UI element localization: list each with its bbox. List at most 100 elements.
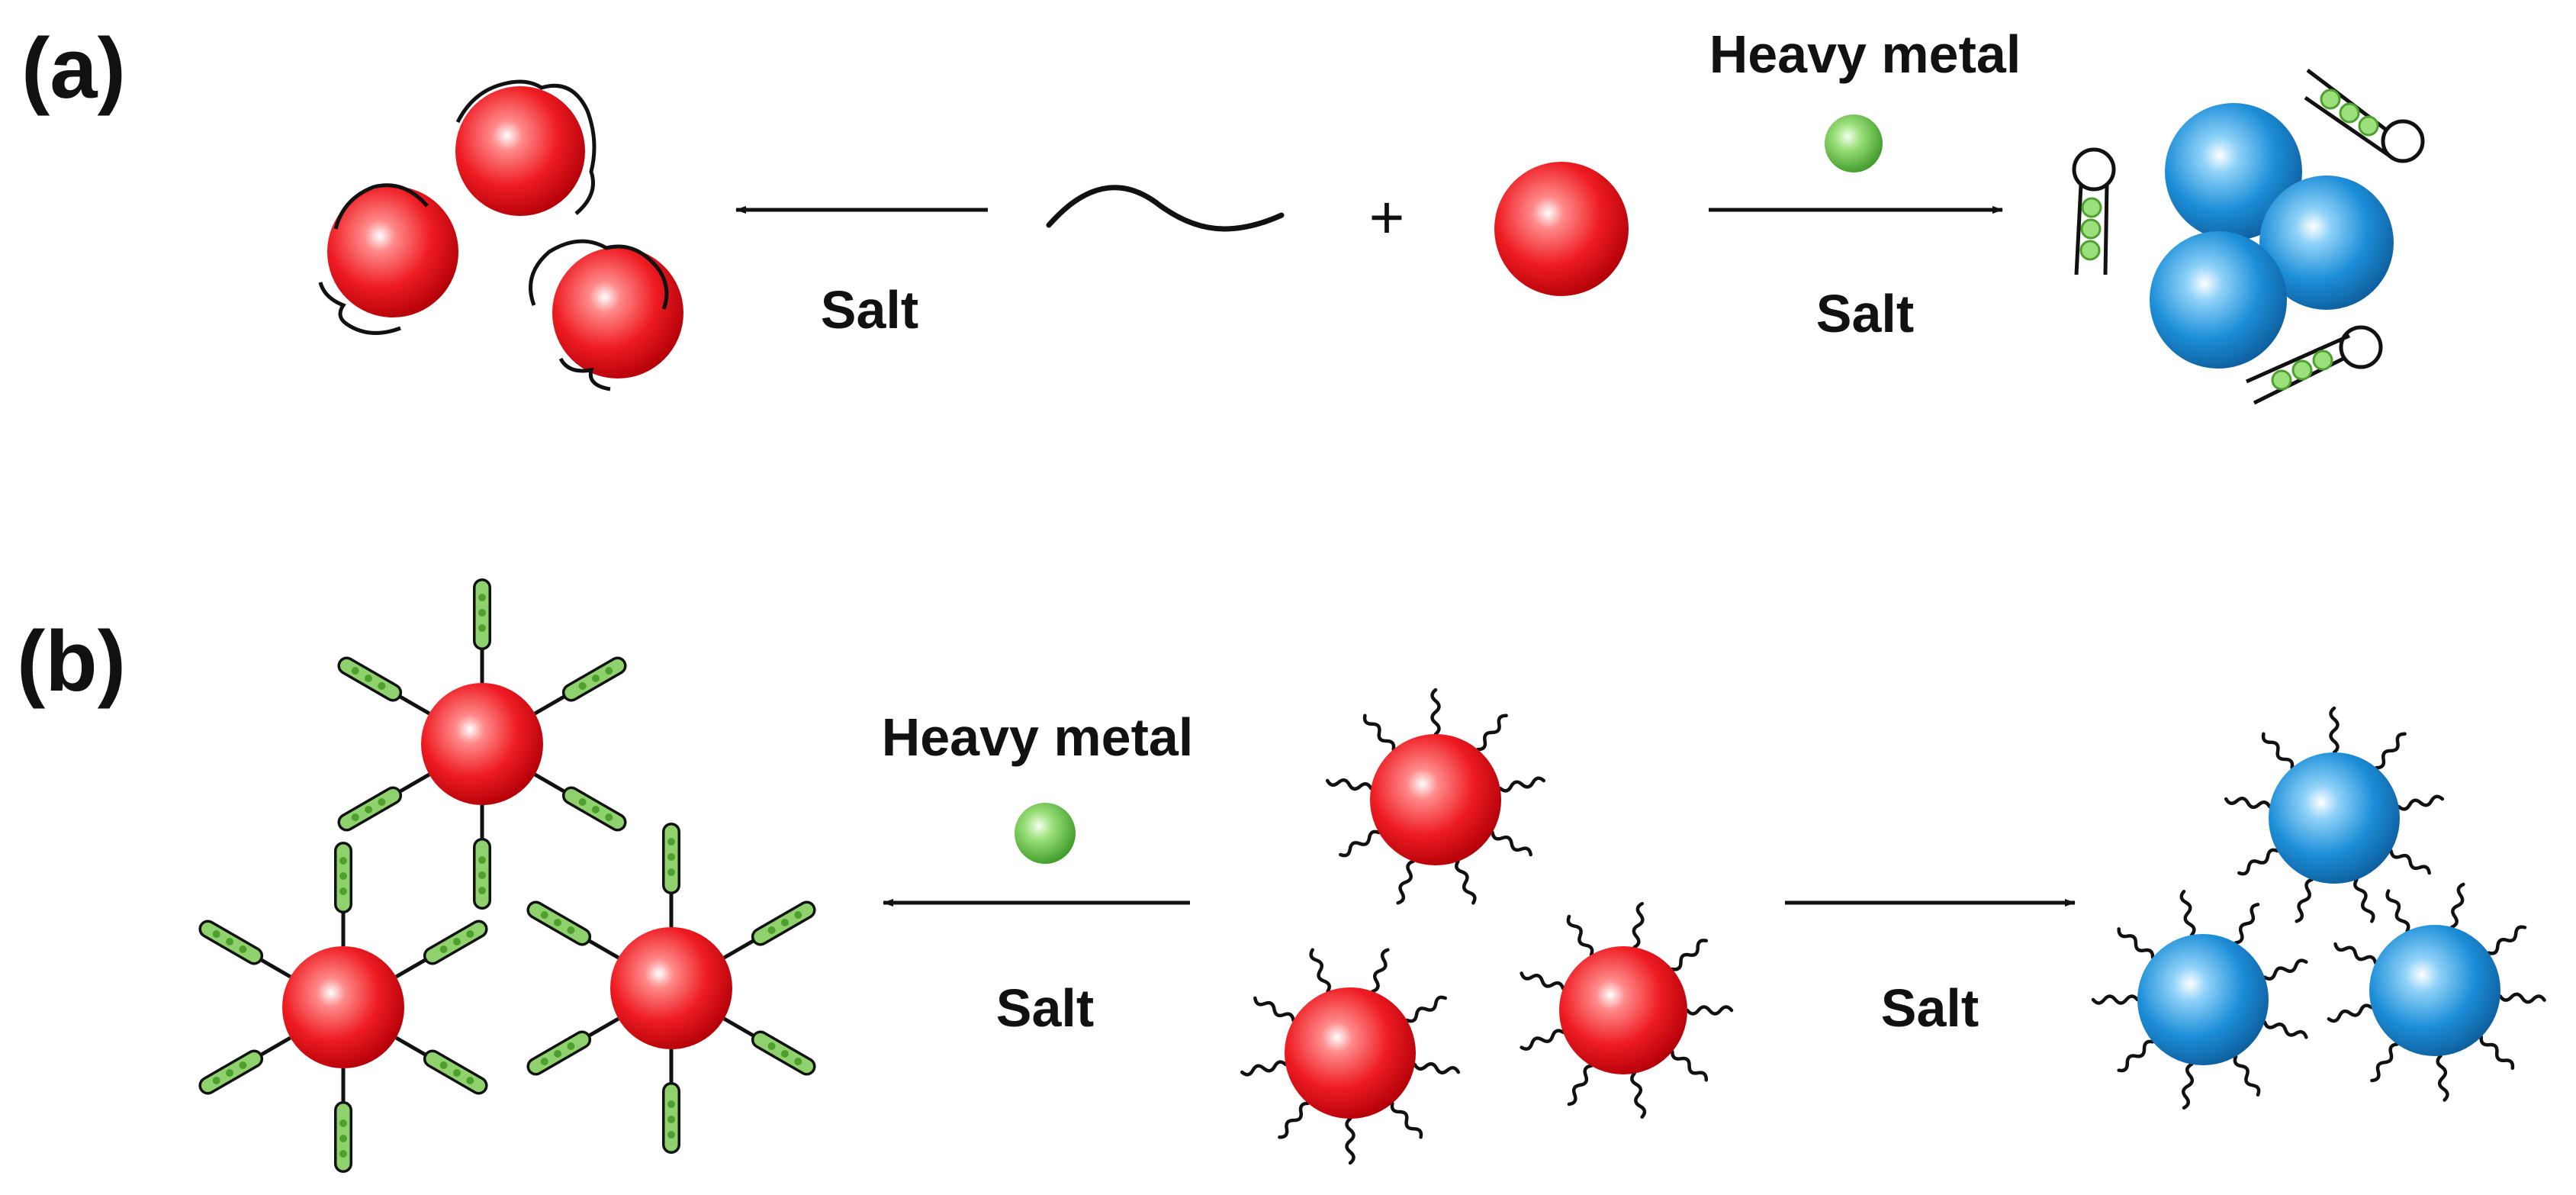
heavy-metal-ion [667,838,675,846]
aggregated-nanoparticle [2269,752,2400,884]
ligand-strand [1520,971,1565,990]
aggregated-nanoparticle [2165,103,2302,240]
ligand-strand [2261,732,2295,770]
ligand-strand [2353,878,2375,923]
ligand-strand [1430,688,1441,736]
aggregated-nanoparticle [2150,231,2287,369]
heavy-metal-ion [667,1100,675,1108]
hairpin-metal-complex-left [2072,147,2116,275]
heavy-metal-ion [554,919,562,926]
ligand-strand [2182,1062,2195,1110]
heavy-metal-label-a: Heavy metal [1709,24,2021,84]
ligand-strand [1491,830,1532,857]
heavy-metal-ion [667,853,675,861]
heavy-metal-ion [605,667,613,675]
heavy-metal-ion [567,1042,575,1050]
ligand-strand [2385,889,2410,933]
heavy-metal-ion [339,872,347,880]
ligand-strand [2370,1042,2399,1083]
ligand-strand [2333,942,2378,965]
ligand-strand [2329,706,2340,755]
heavy-metal-ion [767,926,776,934]
heavy-metal-ion [578,798,587,806]
ligand-capped-nanoparticles [1240,688,1734,1165]
panel-a-label: (a) [21,21,126,116]
gold-nanoparticle [610,927,732,1049]
heavy-metal-ion [466,1077,474,1084]
probe-nanoparticle [526,823,816,1154]
ligand-strand [1630,1071,1647,1119]
ligand-strand [1325,778,1373,791]
blue-np [2091,889,2308,1110]
heavy-metal-ion [667,1131,675,1139]
aggregated-nanoparticle [2137,934,2269,1065]
ligand-strand [1339,829,1381,858]
gold-nanoparticle [1285,987,1416,1119]
heavy-metal-ion [212,930,220,938]
heavy-metal-ion [439,945,448,953]
heavy-metal-ion [540,1058,548,1065]
ligand-strand [2117,1039,2155,1073]
metal-bound-probe-nanoparticles [198,578,816,1173]
heavy-metal-ion [794,911,802,919]
ssdna-strand [1046,185,1285,232]
wrapped-dna-strand [529,239,669,391]
heavy-metal-ion [378,682,386,690]
ligand-strand [2224,797,2272,810]
ligand-strand [1362,713,1396,752]
heavy-metal-ion [478,871,486,879]
heavy-metal-ion [667,1116,675,1123]
ligand-strand [1632,901,1645,949]
heavy-metal-ion [466,930,474,938]
heavy-metal-ion [667,868,675,876]
heavy-metal-ion [439,1061,448,1069]
heavy-metal-ion [351,813,359,821]
ligand-strand [1476,713,1508,752]
ligand-strand [2389,849,2431,875]
ligand-strand [2487,925,2527,955]
heavy-metal-ion [452,1069,461,1077]
heavy-metal-ion [605,813,613,821]
gold-nanoparticle [1559,946,1687,1074]
heavy-metal-ion [365,675,373,682]
gold-nanoparticle [327,186,458,317]
aggregated-ligand-nanoparticles [2091,706,2546,1110]
heavy-metal-ion [478,609,486,617]
ligand-strand [1345,1116,1356,1165]
heavy-metal-ion [212,1077,220,1084]
ligand-strand [1671,939,1709,971]
gold-nanoparticle [282,946,404,1068]
ligand-strand [1520,1029,1565,1051]
heavy-metal-ion [794,1058,802,1065]
ssdna-wrapped-nanoparticles [318,79,683,391]
ligand-strand [1309,948,1331,994]
heavy-metal-label-b: Heavy metal [882,707,1194,767]
ligand-strand [2179,889,2196,937]
heavy-metal-ion [226,1069,234,1077]
ligand-strand [1390,1101,1423,1139]
ligand-strand [2397,794,2445,811]
ligand-strand [1498,776,1546,793]
heavy-metal-ion [478,624,486,632]
heavy-metal-ion [591,806,600,813]
salt-label-a-left: Salt [821,280,918,340]
ligand-strand [2375,732,2407,770]
heavy-metal-ion [351,667,359,675]
ligand-strand [1671,1049,1709,1082]
heavy-metal-ion [591,675,600,682]
gold-nanoparticle [421,683,543,805]
blue-np [2224,706,2445,923]
ligand-strand [1396,859,1415,905]
panel-b-label: (b) [17,614,126,709]
heavy-metal-ion [339,887,347,895]
heavy-metal-ion [339,857,347,865]
ligand-strand [1413,1061,1461,1074]
aggregated-nanoparticle [2369,925,2500,1056]
red-np [1325,688,1546,905]
ligand-strand [1566,914,1594,957]
heavy-metal-ion [578,682,587,690]
salt-label-a-right: Salt [1816,284,1914,343]
ligand-strand [2262,958,2308,981]
ligand-strand [2233,1055,2261,1097]
